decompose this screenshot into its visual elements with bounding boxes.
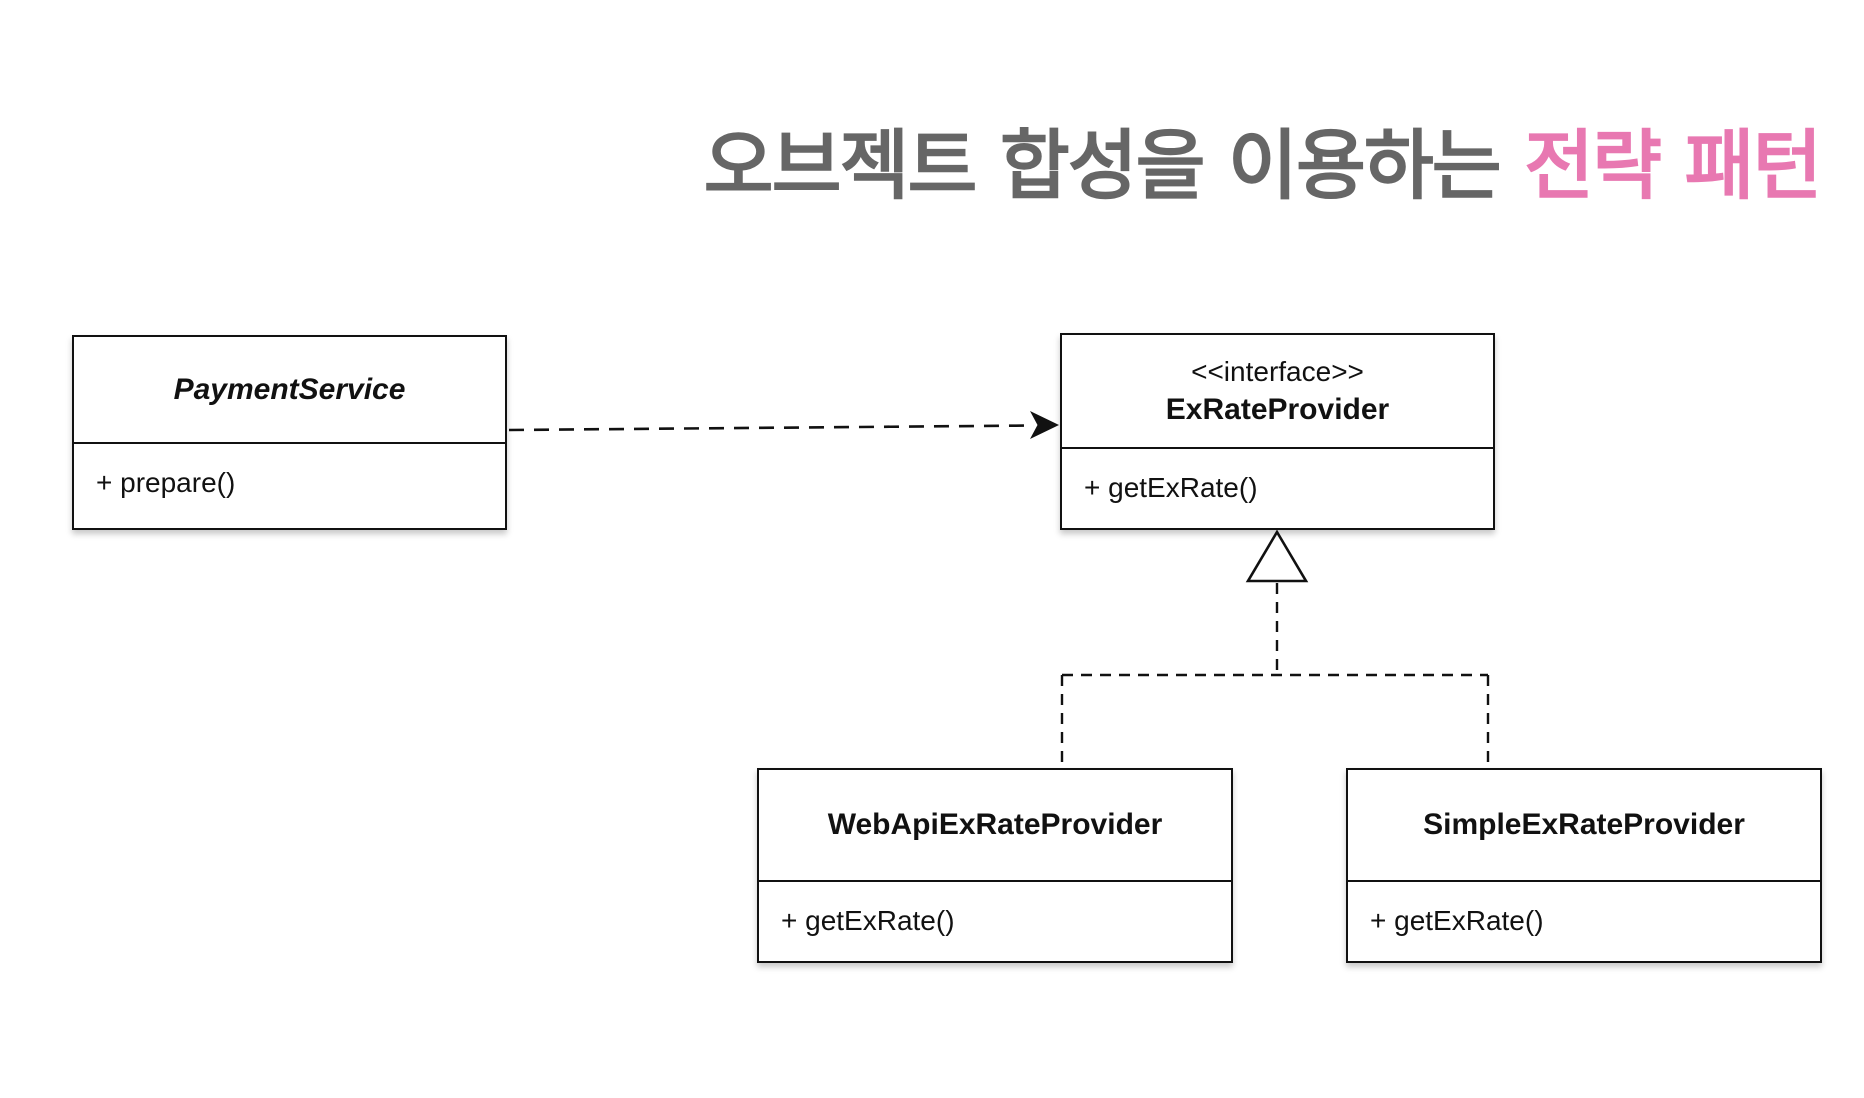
method-label: + getExRate(): [1370, 905, 1544, 936]
name-compartment: PaymentService: [74, 337, 505, 444]
title-gray-text: 오브젝트 합성을 이용하는: [703, 121, 1525, 210]
class-name: WebApiExRateProvider: [827, 808, 1163, 841]
realization-triangle-icon: [1245, 529, 1309, 583]
method-label: + getExRate(): [781, 905, 955, 936]
name-compartment: SimpleExRateProvider: [1348, 770, 1820, 882]
slide-title: 오브젝트 합성을 이용하는 전략 패턴: [703, 120, 1823, 211]
method-compartment: + getExRate(): [759, 882, 1231, 961]
dependency-arrow-line: [508, 424, 1035, 432]
method-compartment: + prepare(): [74, 444, 505, 528]
method-compartment: + getExRate(): [1062, 449, 1493, 528]
method-label: + getExRate(): [1084, 472, 1258, 503]
class-box-webapi-exrate-provider: WebApiExRateProvider + getExRate(): [757, 768, 1233, 963]
name-compartment: WebApiExRateProvider: [759, 770, 1231, 882]
class-box-payment-service: PaymentService + prepare(): [72, 335, 507, 530]
title-accent-text: 전략 패턴: [1524, 121, 1822, 210]
name-compartment: <<interface>> ExRateProvider: [1062, 335, 1493, 449]
method-label: + prepare(): [96, 467, 236, 498]
class-name: ExRateProvider: [1165, 393, 1390, 426]
method-compartment: + getExRate(): [1348, 882, 1820, 961]
class-box-exrate-provider: <<interface>> ExRateProvider + getExRate…: [1060, 333, 1495, 530]
stereotype-label: <<interface>>: [1191, 356, 1364, 387]
class-name: SimpleExRateProvider: [1423, 808, 1745, 841]
class-name: PaymentService: [173, 372, 406, 406]
class-box-simple-exrate-provider: SimpleExRateProvider + getExRate(): [1346, 768, 1822, 963]
dependency-arrowhead-icon: [1030, 411, 1059, 439]
